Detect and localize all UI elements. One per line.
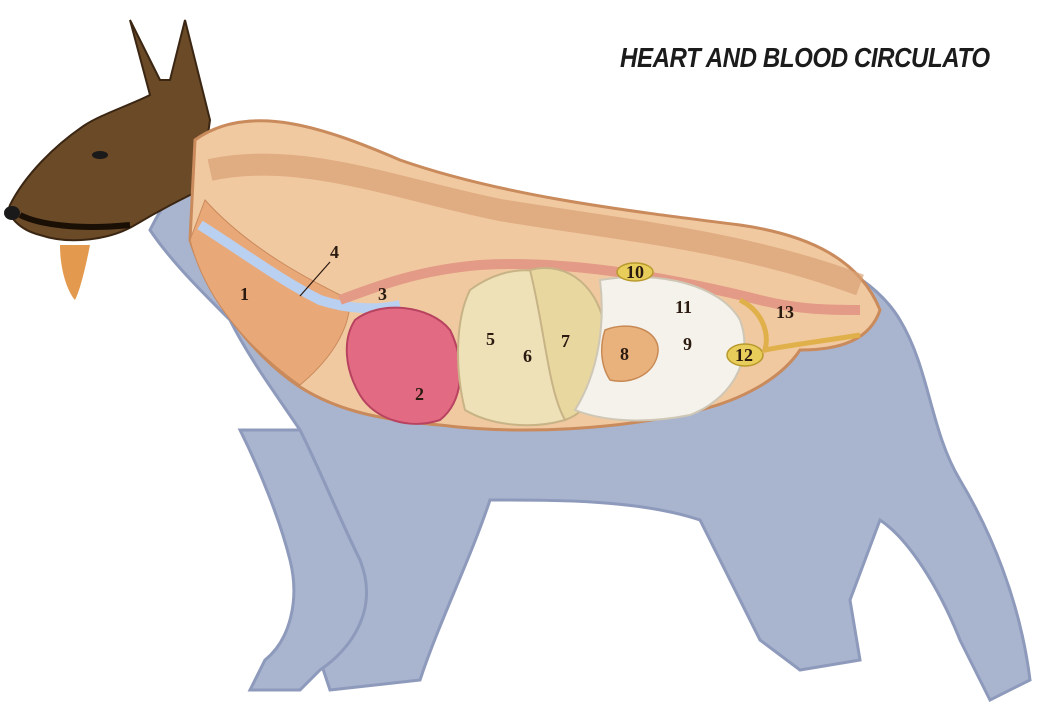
label-8: 8 <box>620 344 629 364</box>
label-9: 9 <box>683 334 692 354</box>
label-5: 5 <box>486 329 495 349</box>
dog-tongue <box>60 245 90 300</box>
label-10: 10 <box>626 262 644 282</box>
label-13: 13 <box>776 302 794 322</box>
label-11: 11 <box>675 297 692 317</box>
dog-nose <box>4 206 20 220</box>
dog-eye <box>92 151 108 159</box>
label-4: 4 <box>330 242 339 262</box>
label-7: 7 <box>561 331 570 351</box>
label-6: 6 <box>523 346 532 366</box>
label-2: 2 <box>415 384 424 404</box>
label-12: 12 <box>735 345 753 365</box>
label-1: 1 <box>240 284 249 304</box>
label-3: 3 <box>378 284 387 304</box>
